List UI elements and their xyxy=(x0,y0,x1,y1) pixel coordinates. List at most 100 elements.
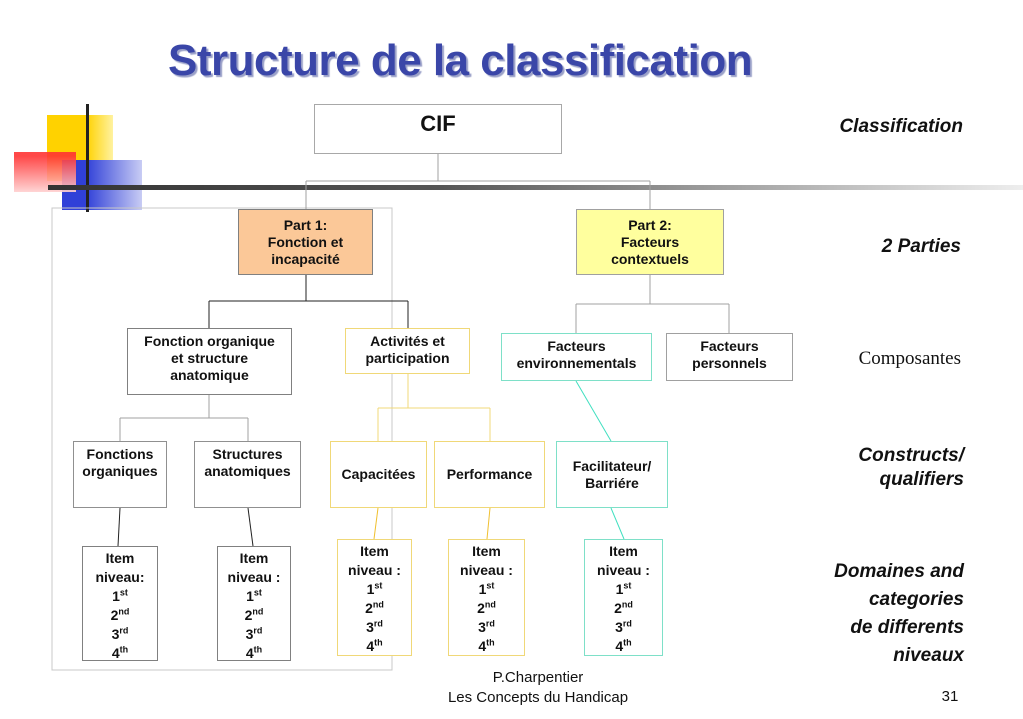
level-num: 1 xyxy=(246,588,254,604)
connector-env-facil xyxy=(575,380,612,442)
item-level-3: 3rd xyxy=(615,618,632,637)
label-classification: Classification xyxy=(839,116,963,137)
level-sup: st xyxy=(486,580,495,591)
label-domaines-line1: Domaines and xyxy=(834,561,964,582)
fonctions-organiques-line1: Fonctions xyxy=(86,446,154,462)
item-level-3: 3rd xyxy=(478,618,495,637)
title-rule xyxy=(48,185,1023,190)
label-domaines-line4: niveaux xyxy=(893,645,964,666)
node-part2: Part 2: Facteurs contextuels xyxy=(576,209,724,275)
level-sup: rd xyxy=(622,618,632,629)
part2-line1: Part 2: xyxy=(628,216,672,233)
item-header2: niveau: xyxy=(95,569,145,585)
level-num: 1 xyxy=(366,581,375,597)
facilitateur-line1: Facilitateur/ xyxy=(572,457,652,474)
level-sup: th xyxy=(486,637,495,648)
fonctions-organiques-line2: organiques xyxy=(82,463,158,479)
connector-facil-item xyxy=(610,507,625,540)
level-num: 2 xyxy=(477,600,485,616)
connector-capacites-item xyxy=(373,507,379,540)
level-sup: nd xyxy=(484,599,496,610)
item-box-structures: Item niveau : 1st 2nd 3rd 4th xyxy=(217,546,291,661)
label-constructs-line1: Constructs/ xyxy=(858,445,964,466)
level-sup: th xyxy=(374,637,383,648)
item-level-2: 2nd xyxy=(245,606,264,625)
item-header2: niveau : xyxy=(460,562,513,578)
item-level-4: 4th xyxy=(246,644,262,663)
structures-anatomiques-line1: Structures xyxy=(212,446,283,462)
facteurs-env-line1: Facteurs xyxy=(547,338,606,354)
level-num: 1 xyxy=(112,588,120,604)
level-sup: nd xyxy=(372,599,384,610)
item-level-1: 1st xyxy=(367,580,383,599)
item-header1: Item xyxy=(360,543,389,559)
facteurs-perso-line1: Facteurs xyxy=(700,338,759,354)
footer-author: P.Charpentier xyxy=(492,669,584,686)
item-box-capacites: Item niveau : 1st 2nd 3rd 4th xyxy=(337,539,412,656)
level-num: 4 xyxy=(111,645,120,661)
item-level-1: 1st xyxy=(479,580,495,599)
node-performance: Performance xyxy=(434,441,545,508)
part2-line3: contextuels xyxy=(611,250,689,267)
level-num: 2 xyxy=(110,607,119,623)
level-num: 4 xyxy=(615,638,624,654)
performance-line1: Performance xyxy=(446,466,533,482)
level-sup: rd xyxy=(485,618,495,629)
label-parties: 2 Parties xyxy=(881,236,961,257)
level-sup: nd xyxy=(621,599,633,610)
level-num: 4 xyxy=(366,638,375,654)
part1-frame xyxy=(51,207,393,671)
item-box-facilitateur: Item niveau : 1st 2nd 3rd 4th xyxy=(584,539,663,656)
footer-page-number: 31 xyxy=(941,688,959,705)
node-facteurs-perso: Facteurs personnels xyxy=(666,333,793,381)
item-level-4: 4th xyxy=(112,644,128,663)
level-sup: rd xyxy=(119,625,129,636)
item-level-2: 2nd xyxy=(614,599,633,618)
item-level-4: 4th xyxy=(366,637,382,656)
level-sup: nd xyxy=(252,606,264,617)
facteurs-perso-line2: personnels xyxy=(692,355,767,371)
item-level-3: 3rd xyxy=(366,618,383,637)
item-level-1: 1st xyxy=(246,587,262,606)
page-title: Structure de la classification xyxy=(168,36,753,85)
item-box-fonctions: Item niveau: 1st 2nd 3rd 4th xyxy=(82,546,158,661)
fonction-organique-line1: Fonction organique xyxy=(144,333,275,349)
level-num: 3 xyxy=(111,626,120,642)
activites-line1: Activités et xyxy=(370,333,445,349)
level-num: 3 xyxy=(478,619,486,635)
level-sup: nd xyxy=(118,606,130,617)
level-sup: st xyxy=(374,580,383,591)
fonction-organique-line2: et structure xyxy=(170,350,249,366)
node-structures-anatomiques: Structures anatomiques xyxy=(194,441,301,508)
level-sup: rd xyxy=(253,625,263,636)
item-header1: Item xyxy=(239,550,269,566)
level-sup: th xyxy=(623,637,632,648)
label-constructs: Constructs/ qualifiers xyxy=(858,444,964,492)
item-level-1: 1st xyxy=(112,587,128,606)
label-domaines-line2: categories xyxy=(868,589,964,610)
level-num: 4 xyxy=(245,645,254,661)
deco-vertical-rule xyxy=(86,104,89,212)
level-num: 2 xyxy=(614,600,622,616)
level-sup: st xyxy=(253,587,262,598)
node-fonction-organique: Fonction organique et structure anatomiq… xyxy=(127,328,292,395)
level-num: 3 xyxy=(366,619,374,635)
level-num: 1 xyxy=(615,581,624,597)
level-num: 4 xyxy=(478,638,487,654)
item-level-2: 2nd xyxy=(111,606,130,625)
node-part1: Part 1: Fonction et incapacité xyxy=(238,209,373,275)
level-num: 3 xyxy=(615,619,623,635)
item-level-2: 2nd xyxy=(365,599,384,618)
item-header2: niveau : xyxy=(348,562,401,578)
node-cif: CIF xyxy=(314,104,562,154)
node-facilitateur: Facilitateur/ Barriére xyxy=(556,441,668,508)
structures-anatomiques-line2: anatomiques xyxy=(204,463,291,479)
label-domaines: Domaines and categories de differents ni… xyxy=(834,558,964,670)
part2-line2: Facteurs xyxy=(620,233,680,250)
facilitateur-line2: Barriére xyxy=(585,474,639,491)
activites-line2: participation xyxy=(365,350,450,366)
capacites-line1: Capacitées xyxy=(341,466,416,482)
item-level-4: 4th xyxy=(478,637,494,656)
connector-structures-item xyxy=(247,507,254,547)
